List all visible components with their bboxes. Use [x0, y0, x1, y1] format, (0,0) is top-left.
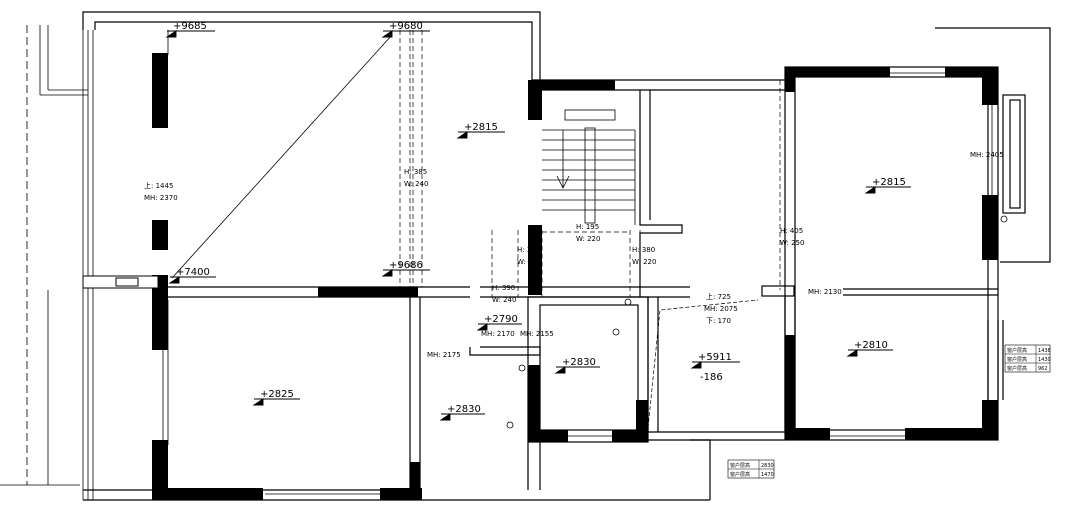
marker-r_mid: [476, 323, 522, 331]
marker-r_rb: [846, 349, 893, 357]
dim-up725: 上: 725: [706, 292, 731, 301]
level-r_sm1: +2830: [562, 357, 596, 368]
level-r_sm2: +2830: [447, 404, 481, 415]
dim-w220b: W: 220: [632, 258, 656, 266]
dashed-openings: [399, 30, 796, 297]
marker-r_mm: [381, 269, 430, 277]
level-r_mid: +2790: [484, 314, 518, 325]
level-r_tl: +9685: [173, 21, 207, 32]
staircase: [542, 109, 636, 225]
left-exterior-lines: [0, 25, 94, 500]
info-table-right: 窗户层高 1438 窗户层高 1430 窗户层高 962: [1004, 344, 1051, 373]
dim-w220a: W: 220: [576, 235, 600, 243]
dim-dn170: 下: 170: [706, 317, 731, 325]
dim-h390b: H: 390: [492, 284, 515, 292]
dim-h380: H: 380: [632, 246, 655, 254]
hall-door: [647, 299, 759, 429]
level-r_rb: +2810: [854, 340, 888, 351]
marker-r_hall: [690, 361, 740, 369]
dim-mh2075: MH: 2075: [704, 305, 738, 313]
table-right-r2c1: 962: [1038, 366, 1048, 372]
windows: [162, 30, 993, 495]
level-r_mm: +9686: [389, 260, 423, 271]
level-r_c: +2815: [464, 122, 498, 133]
dim-h405: H: 405: [780, 227, 803, 235]
marker-r_tl: [165, 30, 215, 38]
dimension-labels: 上: 1445 MH: 2370 H: 385 W: 240 H: 195 W:…: [144, 151, 1004, 359]
table-bottom-r1c1: 1470: [761, 472, 774, 478]
marker-r_bl: [252, 398, 300, 406]
table-right-r1c0: 窗户层高: [1007, 356, 1027, 363]
level-r_hall_sub: -186: [700, 372, 723, 383]
dim-h385: H: 385: [404, 168, 427, 176]
wall-columns: [152, 53, 998, 500]
dim-h195: H: 195: [576, 223, 599, 231]
level-r_rt: +2815: [872, 177, 906, 188]
dim-mh2175: MH: 2175: [427, 351, 461, 359]
table-bottom-r0c0: 窗户层高: [730, 462, 750, 469]
diagonal-line: [171, 34, 393, 279]
dim-w240c: W: 240: [492, 296, 516, 304]
table-bottom-r0c1: 2830: [761, 463, 774, 469]
marker-r_sm1: [554, 366, 600, 374]
floor-drains: [506, 215, 1008, 429]
dim-mh2170: MH: 2170: [481, 330, 515, 338]
dim-h390a: H: 390: [517, 246, 540, 254]
table-bottom-r1c0: 窗户层高: [730, 471, 750, 478]
level-r_ml: +7400: [176, 267, 210, 278]
dim-mh2130: MH: 2130: [808, 288, 842, 296]
level-r_tr: +9680: [389, 21, 423, 32]
table-right-r2c0: 窗户层高: [1007, 365, 1027, 372]
level-texts: +9685 +9680 +2815 +7400 +9686 +2790 +283…: [173, 21, 906, 415]
table-right-r0c1: 1438: [1038, 348, 1051, 354]
level-r_bl: +2825: [260, 389, 294, 400]
table-right-r0c0: 窗户层高: [1007, 347, 1027, 354]
dim-w250: W: 250: [780, 239, 804, 247]
marker-r_c: [456, 131, 505, 139]
dim-up1445: 上: 1445: [144, 181, 173, 190]
dim-w240b: W: 240: [517, 258, 541, 266]
marker-r_ml: [168, 276, 216, 284]
marker-r_sm2: [439, 413, 485, 421]
marker-r_rt: [864, 186, 911, 194]
level-markers: [165, 30, 911, 421]
level-r_hall: +5911: [698, 352, 732, 363]
table-right-r1c1: 1430: [1038, 357, 1051, 363]
dim-mh2155: MH: 2155: [520, 330, 554, 338]
marker-r_tr: [381, 30, 430, 38]
dim-mh2370: MH: 2370: [144, 194, 178, 202]
dim-w240a: W: 240: [404, 180, 428, 188]
column-stub: [82, 275, 159, 289]
dim-mh2405: MH: 2405: [970, 151, 1004, 159]
info-table-bottom: 窗户层高 2830 窗户层高 1470: [727, 459, 775, 479]
